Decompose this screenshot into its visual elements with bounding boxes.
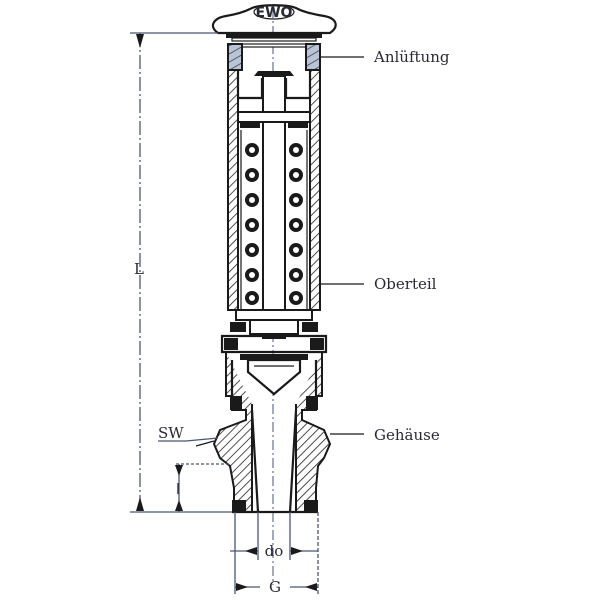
venting-collar-left	[227, 43, 243, 71]
spindle	[262, 75, 286, 339]
lifting-nut	[254, 71, 294, 76]
spring-right	[289, 143, 303, 305]
valve-disc	[246, 358, 302, 396]
dim-G-label: G	[269, 578, 281, 596]
handwheel: EWO	[211, 4, 337, 35]
dim-l-label: l	[176, 482, 180, 498]
bonnet-wall-left	[227, 69, 239, 311]
lower-spring-plate	[235, 309, 313, 321]
dim-L-label: L	[134, 260, 144, 278]
venting-collar-right	[305, 43, 321, 71]
guide-block	[220, 334, 328, 354]
housing-body-right	[295, 352, 332, 513]
label-housing: Gehäuse	[374, 426, 440, 444]
bonnet-wall-right	[309, 69, 321, 311]
upper-spring-plate	[237, 111, 311, 123]
dim-SW-label: SW	[158, 424, 184, 442]
label-upper-part: Oberteil	[374, 275, 437, 293]
spring-left	[245, 143, 259, 305]
label-venting: Anlüftung	[373, 48, 450, 66]
top-plate	[226, 32, 322, 38]
dim-do-label: do	[265, 542, 284, 560]
handwheel-logo: EWO	[256, 5, 293, 21]
